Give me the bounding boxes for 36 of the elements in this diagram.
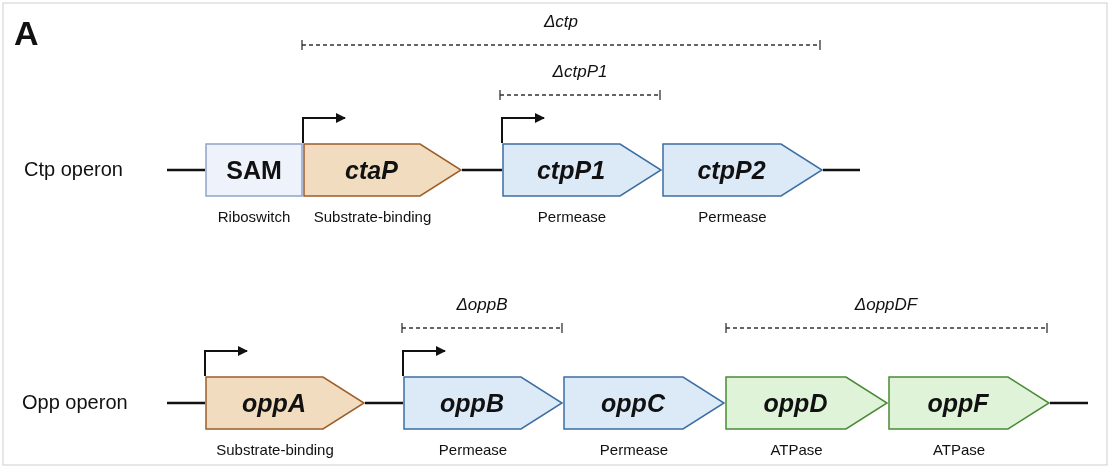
deletion-label: Δctp [543, 12, 579, 32]
gene-function-label: ATPase [932, 441, 986, 458]
dna-backbone-line [365, 401, 403, 405]
gene-function-label: Permease [698, 208, 767, 225]
gene-block [888, 376, 1050, 430]
dna-backbone-line [462, 168, 502, 172]
operon-label: Opp operon [22, 391, 128, 414]
gene-function-label: Substrate-binding [216, 441, 334, 458]
gene-name: ctpP1 [536, 155, 606, 185]
gene-block [563, 376, 725, 430]
gene-function-label: Riboswitch [217, 208, 291, 225]
gene-block [725, 376, 888, 430]
gene-function-label: Permease [599, 441, 669, 458]
gene-name: SAM [226, 155, 282, 185]
gene-block [403, 376, 563, 430]
panel-letter: A [14, 14, 39, 53]
gene-name: oppC [601, 388, 665, 418]
gene-name: oppA [242, 388, 306, 418]
operon-label: Ctp operon [24, 158, 123, 181]
gene-block [662, 143, 823, 197]
gene-block [205, 376, 365, 430]
gene-block [502, 143, 662, 197]
gene-name: oppD [763, 388, 828, 418]
gene-name: oppB [440, 388, 504, 418]
gene-block [303, 143, 462, 197]
gene-name: ctaP [345, 155, 398, 185]
gene-function-label: Permease [537, 208, 607, 225]
gene-function-label: Substrate-binding [313, 208, 432, 225]
deletion-label: ΔoppB [456, 295, 508, 315]
gene-name: ctpP2 [697, 155, 766, 185]
deletion-label: ΔctpP1 [552, 62, 608, 82]
riboswitch-box [205, 143, 303, 197]
gene-function-label: Permease [438, 441, 508, 458]
gene-function-label: ATPase [770, 441, 823, 458]
deletion-label: ΔoppDF [854, 295, 918, 315]
gene-name: oppF [927, 388, 989, 418]
